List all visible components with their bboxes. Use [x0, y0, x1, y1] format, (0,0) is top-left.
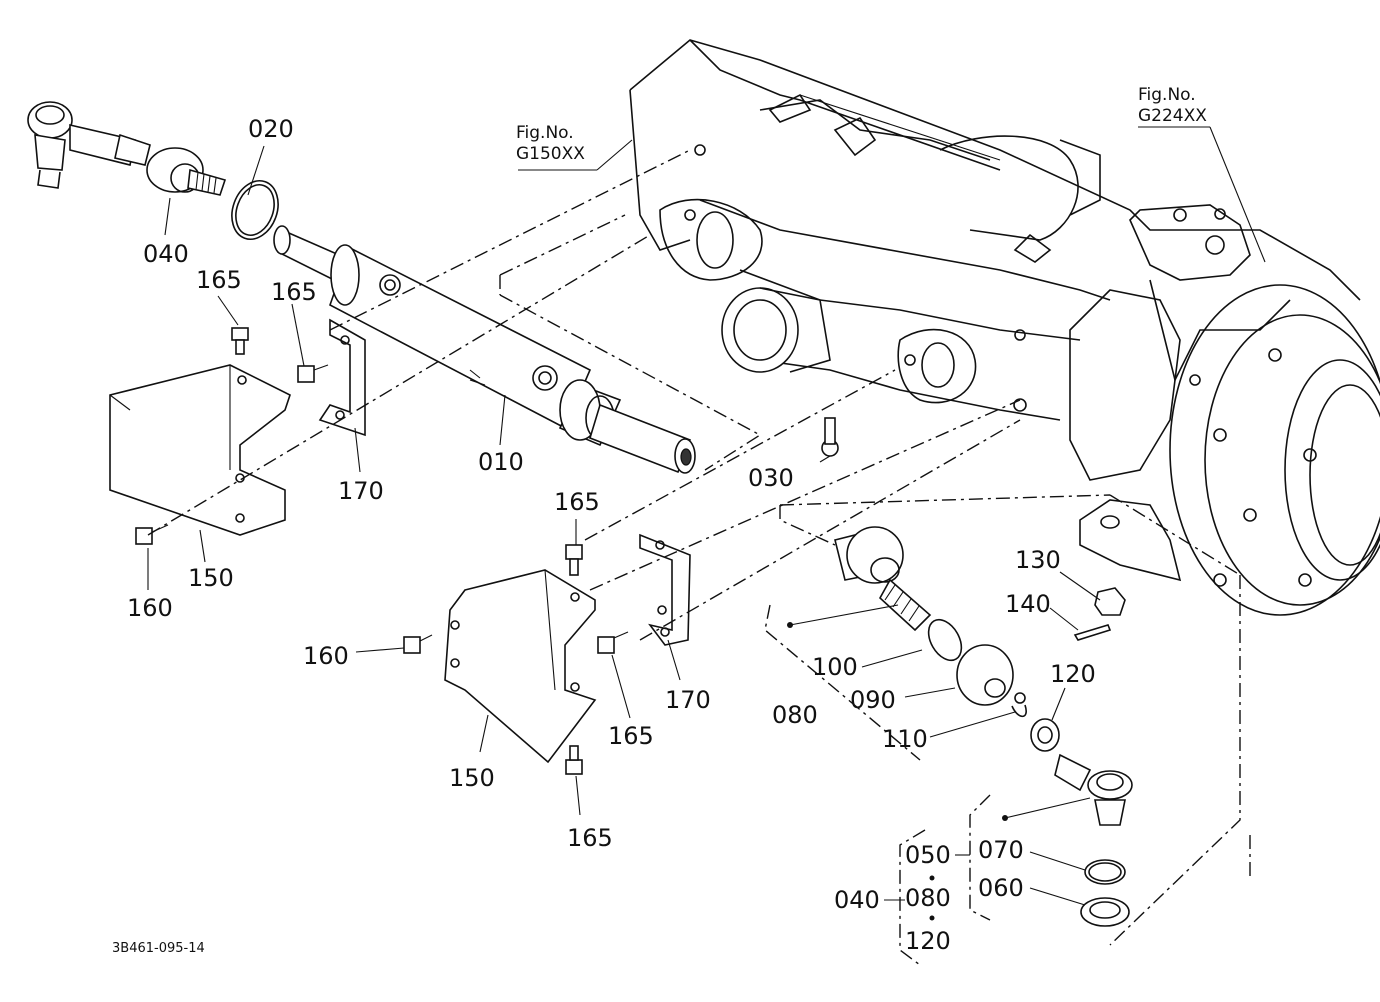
- label-070: 070: [978, 836, 1024, 864]
- group-brackets: [764, 604, 991, 966]
- figure-ref-g150-prefix: Fig.No.: [516, 123, 574, 143]
- label-050: 050: [905, 841, 951, 869]
- label-160-right: 160: [303, 642, 349, 670]
- left-cover: [109, 364, 291, 536]
- figure-ref-g150[interactable]: Fig.No. G150XX: [516, 123, 585, 166]
- nut-and-pin: [1073, 587, 1126, 641]
- label-120-set: 120: [905, 927, 951, 955]
- figure-ref-g224-id: G224XX: [1138, 106, 1207, 127]
- label-080: 080: [772, 701, 818, 729]
- label-060: 060: [978, 874, 1024, 902]
- right-cover: [444, 569, 597, 764]
- label-020: 020: [248, 115, 294, 143]
- label-130: 130: [1015, 546, 1061, 574]
- label-090: 090: [850, 686, 896, 714]
- label-120: 120: [1050, 660, 1096, 688]
- label-140: 140: [1005, 590, 1051, 618]
- label-040-set: 040: [834, 886, 880, 914]
- label-100: 100: [812, 653, 858, 681]
- drawing-code: 3B461-095-14: [112, 941, 205, 956]
- label-170-right: 170: [665, 686, 711, 714]
- label-160-left: 160: [127, 594, 173, 622]
- figure-ref-g150-id: G150XX: [516, 144, 585, 165]
- leader-lines: [147, 126, 1266, 906]
- right-bracket: [639, 533, 691, 646]
- bolts-right: [403, 544, 629, 775]
- label-040-top: 040: [143, 240, 189, 268]
- label-150-right: 150: [449, 764, 495, 792]
- label-165-e: 165: [567, 824, 613, 852]
- bolts-left: [135, 327, 839, 545]
- left-bracket: [318, 318, 366, 437]
- label-170-left: 170: [338, 477, 384, 505]
- label-165-a: 165: [196, 266, 242, 294]
- label-165-b: 165: [271, 278, 317, 306]
- figure-ref-g224[interactable]: Fig.No. G224XX: [1138, 85, 1207, 128]
- tie-rod-end-assembly: [27, 101, 227, 196]
- snap-ring: [231, 180, 279, 240]
- label-165-d: 165: [608, 722, 654, 750]
- figure-ref-g224-prefix: Fig.No.: [1138, 85, 1196, 105]
- steering-cylinder: [273, 225, 696, 474]
- label-010: 010: [478, 448, 524, 476]
- label-030: 030: [748, 464, 794, 492]
- label-165-c: 165: [554, 488, 600, 516]
- label-080-set: 080: [905, 884, 951, 912]
- ball-joint-assembly: [834, 526, 1133, 927]
- label-150-left: 150: [188, 564, 234, 592]
- axle-housing: [629, 39, 1380, 616]
- reference-lines: [147, 94, 1251, 946]
- label-110: 110: [882, 725, 928, 753]
